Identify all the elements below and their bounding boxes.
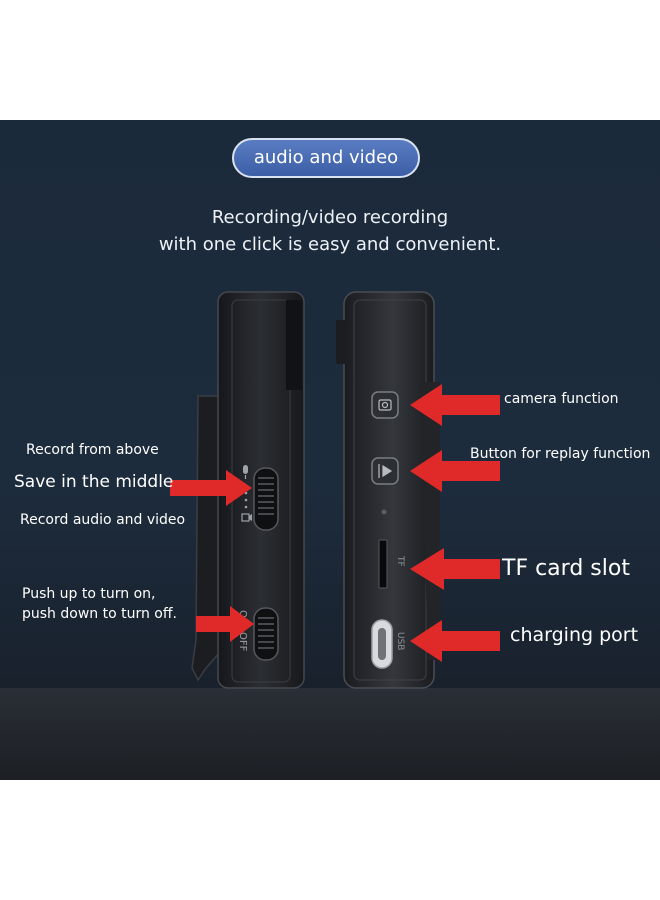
label-record-from-above: Record from above [26,442,159,458]
arrow-tf-slot [410,548,500,590]
left-device: ON OFF [191,291,305,689]
arrow-record-switch [170,470,252,506]
power-line-1: Push up to turn on, [22,586,156,602]
right-device: TF USB [336,291,440,689]
label-replay-function: Button for replay function [470,446,651,462]
audio-video-badge: audio and video [232,138,420,178]
subtitle-line-1: Recording/video recording [211,207,449,228]
power-switch[interactable] [253,607,279,661]
arrow-charging-port [410,620,500,662]
indicator-led [381,509,387,515]
camera-button[interactable] [371,391,399,419]
microphone-icon [243,465,248,479]
label-save-in-middle: Save in the middle [14,472,174,492]
device-illustration: ON OFF TF USB [170,291,500,689]
subtitle: Recording/video recording with one click… [100,204,560,258]
label-charging-port: charging port [510,624,639,646]
usb-label: USB [395,632,405,650]
callout-arrows [170,384,500,662]
label-record-audio-video: Record audio and video [20,512,186,528]
arrow-camera-function [410,384,500,426]
label-tf-card-slot: TF card slot [502,556,630,581]
subtitle-line-2: with one click is easy and convenient. [158,234,502,255]
tf-label: TF [395,555,405,567]
tf-card-slot[interactable] [378,539,388,589]
record-mode-switch[interactable] [253,467,279,531]
arrow-replay-function [410,450,500,492]
replay-icon [378,464,393,478]
floor-shadow [0,688,660,780]
video-camera-icon [241,513,252,522]
camera-icon [378,399,392,411]
label-camera-function: camera function [504,391,619,407]
product-panel: audio and video Recording/video recordin… [0,120,660,780]
power-line-2: push down to turn off. [22,606,177,622]
arrow-power-switch [196,606,254,642]
label-power-instructions: Push up to turn on, push down to turn of… [22,584,177,624]
off-label: OFF [237,632,248,652]
